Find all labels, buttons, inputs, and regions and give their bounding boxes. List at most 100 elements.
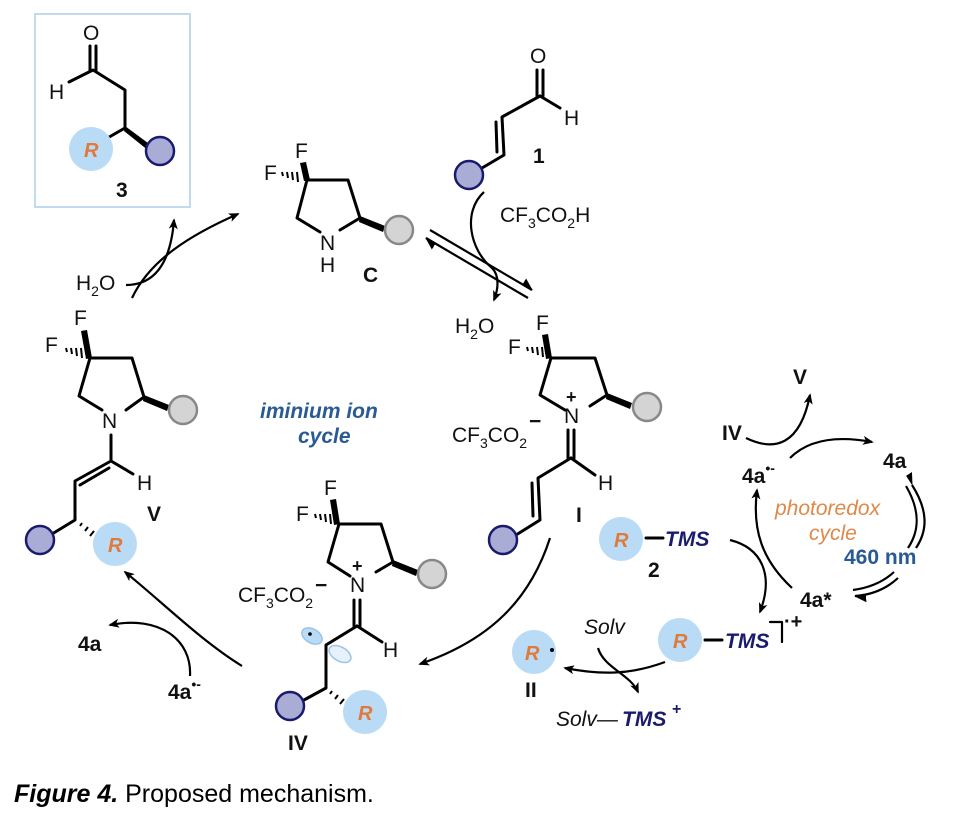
atom-H: H (137, 472, 152, 495)
compound-label-IV: IV (288, 732, 308, 755)
pc-ground-left: 4a (78, 633, 102, 656)
catalyst-ball (631, 391, 663, 423)
substituent-ball (24, 524, 56, 556)
compound-label-C: C (363, 264, 378, 287)
atom-F: F (324, 477, 337, 500)
r-label: R (525, 643, 540, 665)
charge-minus: − (315, 574, 327, 597)
atom-N: N (564, 405, 579, 428)
figure-label: Figure 4. (14, 780, 119, 808)
atom-N: N (320, 232, 335, 255)
atom-N: N (350, 574, 365, 597)
atom-F: F (536, 312, 549, 335)
tms-label: TMS (665, 528, 709, 551)
compound-label-V: V (147, 503, 161, 526)
substituent-ball (487, 524, 519, 556)
radical-cation-charge: ·+ (784, 611, 802, 633)
r-label: R (358, 703, 373, 725)
equilibrium-forward-arrow (429, 229, 533, 291)
substituent-ball (453, 159, 485, 191)
tms-label: TMS (725, 630, 769, 653)
figure-caption-text: Proposed mechanism. (118, 780, 374, 808)
silane-2: R TMS 2 (599, 517, 709, 582)
atom-F: F (296, 503, 309, 526)
atom-F: F (74, 307, 87, 330)
substituent-ball (144, 135, 176, 167)
iminium-cycle-label-2: cycle (298, 425, 351, 448)
atom-O: O (83, 22, 99, 45)
counterion: CF3CO2 (452, 424, 527, 451)
atom-O: O (530, 45, 546, 68)
atom-H: H (320, 254, 335, 277)
arrow-V-to-C (131, 212, 240, 299)
p-orbital-lobe (301, 627, 323, 645)
radical-iminium-IV: F F N + H R CF3CO2 − IV (238, 477, 448, 755)
p-orbital-lobe (328, 644, 352, 664)
charge-plus: + (566, 387, 577, 407)
r-group (599, 517, 643, 561)
compound-label-I: I (576, 504, 582, 527)
r-group (512, 630, 556, 674)
enamine-V: F F N H R V (24, 307, 199, 566)
photoredox-label-2: cycle (809, 522, 857, 545)
r-group (93, 522, 137, 566)
compound-label-2: 2 (648, 559, 660, 582)
r-label: R (84, 140, 99, 162)
photoredox-label-1: photoredox (774, 497, 882, 520)
arrow-4a-regeneration (108, 618, 192, 677)
reagent-acid: CF3CO2H (500, 204, 590, 231)
solv-tms: TMS (622, 708, 666, 731)
radical-dot (308, 632, 312, 636)
excitation-arrow (906, 471, 926, 549)
photoredox-cycle: V IV 4a•- 4a photoredox cycle 460 nm 4a* (722, 366, 926, 614)
catalyst-ball (383, 214, 415, 246)
atom-F: F (295, 140, 308, 163)
arrow-to-4a (789, 435, 874, 459)
catalyst-ball (416, 558, 448, 590)
relaxation-arrow (854, 577, 899, 603)
solvent-label: Solv (584, 616, 626, 639)
figure-caption: Figure 4. Proposed mechanism. (14, 780, 374, 809)
atom-F: F (264, 162, 277, 185)
reagent-water-top: H2O (455, 315, 494, 342)
silane-radical-cation: R TMS ·+ (658, 611, 802, 662)
counterion: CF3CO2 (238, 584, 313, 611)
product-3: O H R 3 (34, 13, 191, 208)
compound-label-1: 1 (533, 145, 545, 168)
pc-excited: 4a* (800, 589, 832, 612)
arrow-acid-in-water-out (469, 191, 502, 302)
aldehyde-1: O H 1 (453, 45, 579, 191)
atom-F: F (45, 334, 58, 357)
r-label: R (108, 535, 123, 557)
compound-label-3: 3 (116, 179, 128, 202)
r-group (658, 618, 702, 662)
radical-dot (550, 648, 554, 652)
solv-prefix: Solv— (556, 708, 619, 731)
r-label: R (614, 530, 629, 552)
solv-tms-charge: + (672, 701, 681, 718)
pc-ground: 4a (883, 450, 907, 473)
charge-plus: + (352, 556, 363, 576)
solv-tms-product: Solv— TMS + (556, 701, 681, 731)
excitation-arrow-return (905, 485, 918, 549)
substituent-ball (274, 690, 306, 722)
oxidant-IV-label: IV (722, 422, 742, 445)
atom-H: H (383, 639, 398, 662)
iminium-cycle-label-1: iminium ion (260, 400, 378, 423)
arrow-solv-tms (596, 647, 640, 694)
arrow-SET-silane (729, 538, 768, 614)
product-V-label: V (793, 366, 807, 389)
atom-H: H (49, 81, 64, 104)
arrow-I-to-IV (418, 537, 552, 666)
light-wavelength: 460 nm (844, 546, 916, 569)
arrow-hydrolysis-to-3 (125, 218, 178, 287)
radical-II: R II (512, 630, 556, 702)
charge-minus: − (529, 410, 541, 433)
arrow-excited-to-reduced (751, 488, 793, 589)
reagent-water-left: H2O (76, 272, 115, 299)
pc-reduced: 4a•- (742, 460, 775, 488)
r-group (343, 690, 387, 734)
atom-H: H (598, 472, 613, 495)
equilibrium-reverse-arrow (425, 237, 529, 299)
